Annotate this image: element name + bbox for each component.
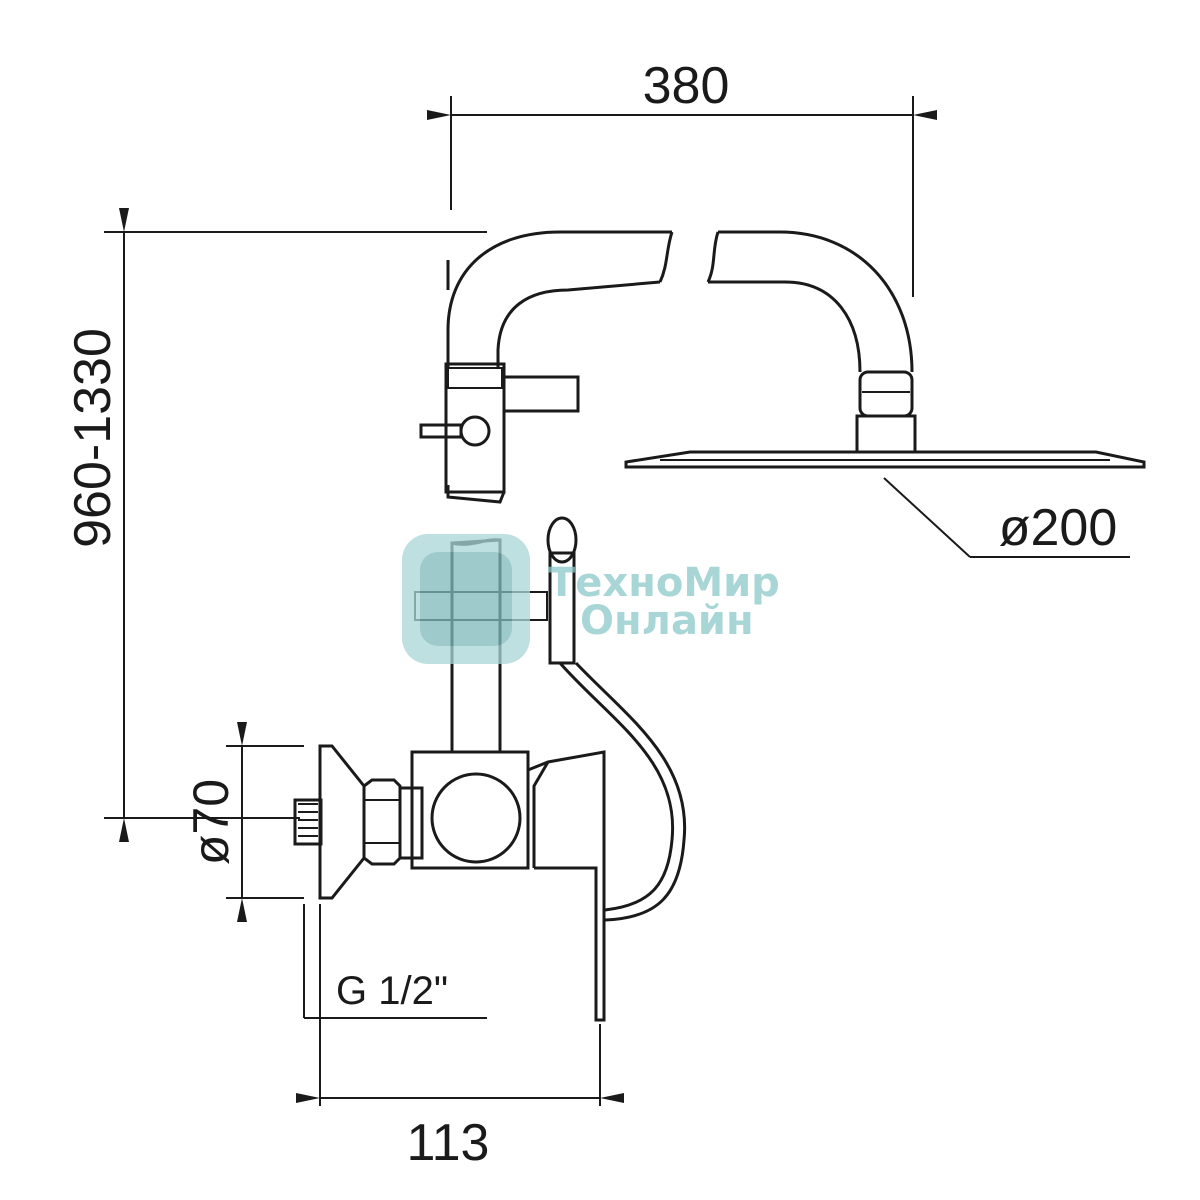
dimension-height: 960-1330 [64,208,487,842]
dimension-380-label: 380 [643,57,730,115]
shower-arm [446,230,914,373]
dimension-113: 113 [296,904,624,1172]
dimension-height-label: 960-1330 [64,328,122,548]
dimension-380: 380 [427,57,937,297]
mixer-body [293,744,606,1022]
watermark-line1: ТехноМир [548,560,780,606]
dimension-113-label: 113 [407,1114,490,1172]
shower-head: ø200 [624,450,1146,558]
watermark-logo: ТехноМир Онлайн [402,534,780,664]
dimension-70-label: ø70 [183,779,239,865]
thread-callout: G 1/2" [303,904,487,1019]
diverter-upper [419,362,580,504]
shower-head-connector [855,370,917,454]
thread-label: G 1/2" [336,969,448,1013]
watermark-line2: Онлайн [580,598,754,644]
dimension-70: ø70 [183,722,304,922]
shower-head-diameter-label: ø200 [999,499,1118,557]
